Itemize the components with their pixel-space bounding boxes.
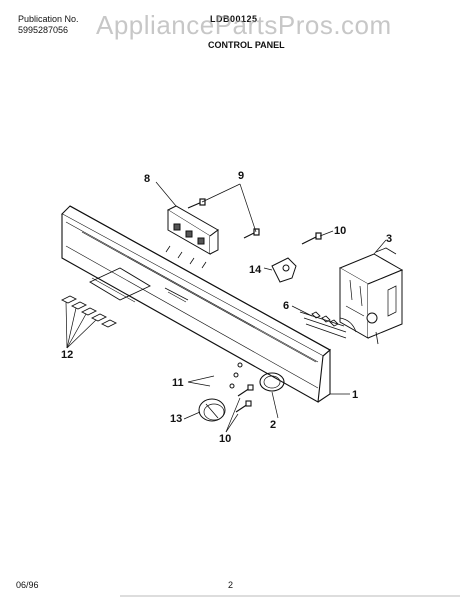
footer-date: 06/96 [16,580,39,590]
callout-1: 1 [352,389,358,401]
control-panel-body [61,205,331,403]
callout-3: 3 [386,233,392,245]
knob-13 [198,398,226,422]
model-number: LDB00125 [210,14,258,24]
callout-9: 9 [238,170,244,182]
watermark: AppliancePartsPros.com [96,10,392,40]
timer-3 [338,247,404,345]
callout-10-lower: 10 [219,433,231,445]
callout-6: 6 [283,300,289,312]
section-title: CONTROL PANEL [208,40,285,50]
harness-6 [299,311,357,339]
callout-11: 11 [172,377,184,389]
leader-lines [65,181,387,433]
page-number: 2 [228,580,234,590]
publication-number: 5995287056 [18,25,69,35]
screws-11 [229,362,243,389]
screws-10-lower [235,384,254,413]
screw-10-upper [301,232,322,245]
callout-8: 8 [144,173,150,185]
switch-bracket [165,205,219,269]
callout-12: 12 [61,349,73,361]
clamp-14 [271,257,297,283]
callout-14: 14 [249,264,262,276]
callout-10-upper: 10 [334,225,346,237]
callout-13: 13 [170,413,182,425]
publication-label: Publication No. [18,14,79,24]
push-buttons-12 [60,295,118,328]
callout-2: 2 [270,419,276,431]
